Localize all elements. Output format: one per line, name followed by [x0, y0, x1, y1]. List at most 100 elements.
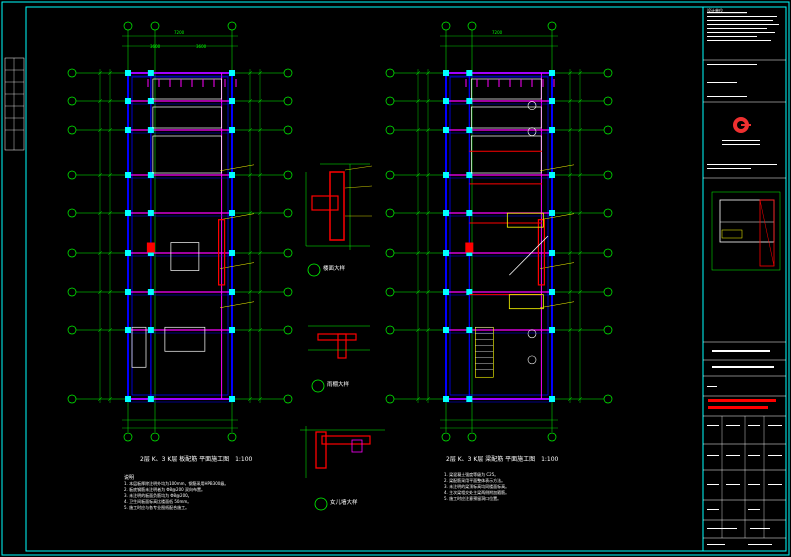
- dimension-tick: [577, 210, 583, 216]
- dimension-tick: [247, 289, 253, 295]
- dimension-tick: [425, 210, 431, 216]
- annotation-leader: [539, 213, 575, 220]
- grid-bubble: [283, 96, 293, 106]
- dimension-tick: [107, 210, 113, 216]
- grid-bubble: [67, 287, 77, 297]
- grid-bubble: [385, 208, 395, 218]
- column: [443, 327, 449, 333]
- grid-bubble: [227, 432, 237, 442]
- room-outline: [470, 106, 542, 129]
- column: [229, 396, 235, 402]
- column: [125, 327, 131, 333]
- detail-label-parapet: 女儿墙大样: [330, 500, 358, 506]
- dimension-tick: [257, 327, 263, 333]
- notes-left-line: 2. 板底钢筋未注明者为 Φ8@200 双向布置。: [124, 487, 205, 492]
- dimension-tick: [97, 210, 103, 216]
- dimension-tick: [425, 172, 431, 178]
- column: [125, 70, 131, 76]
- grid-bubble: [441, 21, 451, 31]
- room-outline: [164, 326, 206, 352]
- dimension-tick: [567, 396, 573, 402]
- dimension-tick: [97, 70, 103, 76]
- dimension-tick: [97, 289, 103, 295]
- annotation-leader: [219, 164, 255, 172]
- detail-canopy-section: [308, 325, 370, 393]
- reference-callout: [527, 329, 537, 339]
- column: [466, 327, 473, 333]
- column: [125, 250, 131, 256]
- grid-bubble: [67, 125, 77, 135]
- column: [229, 250, 235, 256]
- grid-bubble: [283, 208, 293, 218]
- column: [443, 289, 449, 295]
- grid-bubble: [283, 68, 293, 78]
- column: [549, 327, 555, 333]
- dimension-tick: [567, 172, 573, 178]
- left-floor-plan: [67, 21, 293, 442]
- dimension-tick: [567, 127, 573, 133]
- right-plan-title-text: 2层 K、3 K层 梁配筋 平面施工图: [446, 456, 536, 463]
- column: [147, 289, 154, 295]
- dimension-tick: [247, 327, 253, 333]
- dimension-tick: [577, 98, 583, 104]
- column: [125, 289, 131, 295]
- column: [443, 172, 449, 178]
- column: [229, 210, 235, 216]
- grid-bubble: [603, 125, 613, 135]
- dimension-tick: [567, 250, 573, 256]
- column: [549, 289, 555, 295]
- dimension-tick: [107, 98, 113, 104]
- dimension-tick: [97, 327, 103, 333]
- dimension-tick: [577, 327, 583, 333]
- column: [549, 172, 555, 178]
- dimension-tick: [257, 98, 263, 104]
- title-block-design-unit: 设计单位: [707, 8, 723, 13]
- grid-bubble: [385, 96, 395, 106]
- room-outline: [131, 326, 147, 368]
- dimension-tick: [567, 327, 573, 333]
- dimension-tick: [567, 289, 573, 295]
- grid-bubble: [603, 287, 613, 297]
- dimension-tick: [97, 396, 103, 402]
- grid-bubble: [385, 287, 395, 297]
- dimension-tick: [107, 289, 113, 295]
- right-plan-title: 2层 K、3 K层 梁配筋 平面施工图 1:100: [446, 457, 558, 463]
- room-outline: [470, 78, 542, 100]
- notes-left-line: 4. 卫生间板面标高比楼面低 50mm。: [124, 499, 192, 504]
- grid-bubble: [283, 287, 293, 297]
- dimension-tick: [257, 250, 263, 256]
- highlighted-beam: [218, 219, 226, 286]
- column: [147, 127, 154, 133]
- dimension-tick: [247, 172, 253, 178]
- column: [229, 127, 235, 133]
- grid-bubble: [67, 325, 77, 335]
- dimension-tick: [107, 127, 113, 133]
- grid-bubble: [283, 394, 293, 404]
- left-plan-scale: 1:100: [235, 456, 253, 463]
- grid-bubble: [67, 96, 77, 106]
- grid-bubble: [123, 21, 133, 31]
- dimension-tick: [107, 250, 113, 256]
- column: [147, 250, 154, 256]
- grid-bubble: [603, 170, 613, 180]
- grid-bubble: [67, 170, 77, 180]
- grid-bubble: [441, 432, 451, 442]
- dimension-tick: [425, 327, 431, 333]
- grid-bubble: [603, 208, 613, 218]
- reference-callout: [527, 101, 537, 110]
- dimension-tick: [415, 327, 421, 333]
- grid-bubble: [603, 96, 613, 106]
- dimension-tick: [567, 210, 573, 216]
- annotation-leader: [539, 164, 575, 172]
- dimension-tick: [415, 127, 421, 133]
- dimension-tick: [577, 70, 583, 76]
- column: [466, 289, 473, 295]
- grid-bubble: [283, 125, 293, 135]
- column: [229, 327, 235, 333]
- column: [466, 250, 473, 256]
- right-plan-total-width: 7200: [492, 30, 503, 35]
- annotated-bay: [506, 212, 544, 228]
- grid-bubble: [67, 248, 77, 258]
- column: [125, 396, 131, 402]
